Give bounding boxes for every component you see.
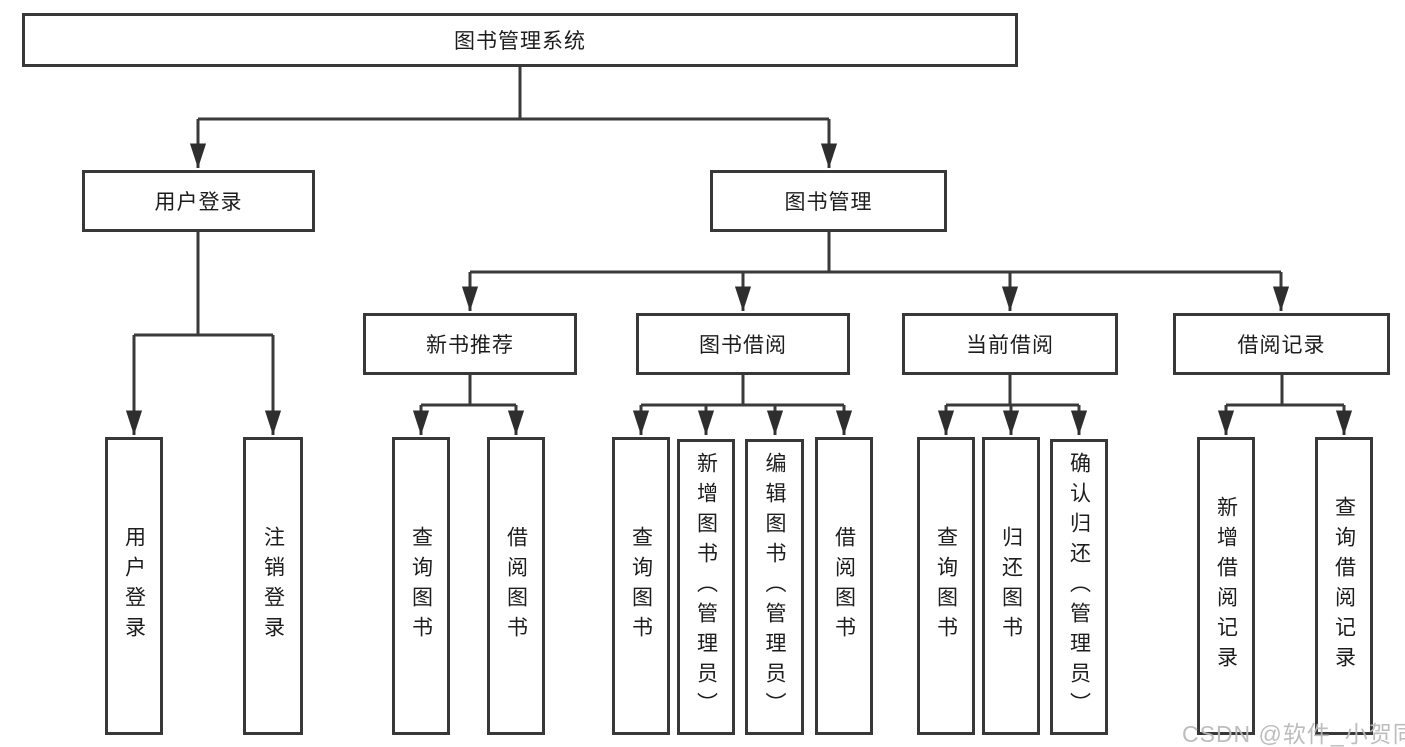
node-book-management-label: 图书管理 [784,191,873,214]
leaf-add-borrow-record-label: 新增借阅记录 [1214,496,1238,676]
leaf-query-borrow-record-label: 查询借阅记录 [1332,496,1356,676]
node-root-label: 图书管理系统 [454,30,586,53]
node-book-management: 图书管理 [710,170,947,232]
leaf-return-book: 归还图书 [982,437,1040,735]
leaf-borrow-books-1-label: 借阅图书 [504,526,528,646]
leaf-query-books-1: 查询图书 [392,437,450,735]
connector-book-management-split [470,232,1281,274]
connector-user-login-split [134,232,273,337]
leaf-confirm-return-admin: 确认归还（管理员） [1050,439,1108,735]
leaf-return-book-label: 归还图书 [999,526,1023,646]
leaf-borrow-books-1: 借阅图书 [487,437,545,735]
leaf-user-login: 用户登录 [105,437,163,735]
node-root: 图书管理系统 [22,13,1018,67]
leaf-borrow-books-2-label: 借阅图书 [832,526,856,646]
leaf-query-borrow-record: 查询借阅记录 [1315,437,1373,735]
connector-new-book-split [421,375,516,407]
leaf-confirm-return-admin-label: 确认归还（管理员） [1067,452,1091,722]
leaf-add-borrow-record: 新增借阅记录 [1197,437,1255,735]
node-user-login: 用户登录 [82,170,315,232]
leaf-add-book-admin-label: 新增图书（管理员） [694,452,718,722]
leaf-query-books-3-label: 查询图书 [934,526,958,646]
leaf-user-login-label: 用户登录 [122,526,146,646]
leaf-logout-label: 注销登录 [261,526,285,646]
node-current-borrow-label: 当前借阅 [966,334,1054,357]
watermark-text: CSDN @软件_小贺同学 [1182,721,1405,747]
node-borrow-records: 借阅记录 [1173,313,1390,375]
node-book-borrow: 图书借阅 [636,313,850,375]
node-borrow-records-label: 借阅记录 [1237,334,1326,357]
leaf-edit-book-admin: 编辑图书（管理员） [745,439,804,735]
leaf-query-books-2-label: 查询图书 [629,526,653,646]
node-book-borrow-label: 图书借阅 [699,334,787,357]
leaf-query-books-2: 查询图书 [612,437,670,735]
leaf-logout: 注销登录 [243,437,303,735]
connector-borrow-records-split [1226,375,1344,407]
node-current-borrow: 当前借阅 [902,313,1118,375]
leaf-add-book-admin: 新增图书（管理员） [677,439,735,735]
connector-current-borrow-split [946,375,1079,407]
node-new-book-recommend-label: 新书推荐 [426,334,514,357]
node-user-login-label: 用户登录 [154,191,243,214]
connector-book-borrow-split [641,375,844,407]
leaf-query-books-3: 查询图书 [917,437,975,735]
leaf-edit-book-admin-label: 编辑图书（管理员） [763,452,786,722]
leaf-query-books-1-label: 查询图书 [409,526,433,646]
leaf-borrow-books-2: 借阅图书 [815,437,873,735]
node-new-book-recommend: 新书推荐 [363,313,577,375]
connector-root-split [198,67,829,121]
